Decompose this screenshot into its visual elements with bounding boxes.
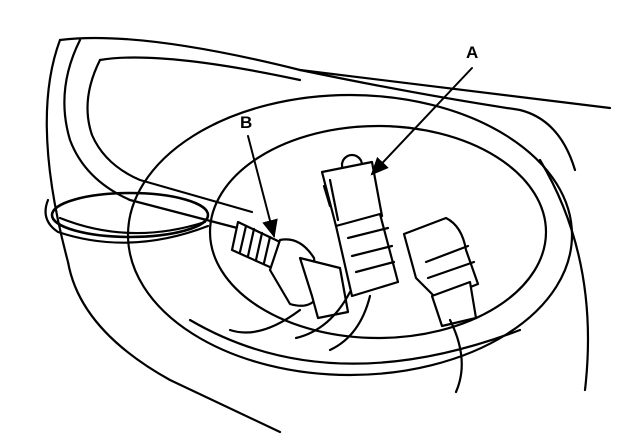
wire-harness [294, 290, 463, 394]
connector-right [402, 216, 480, 328]
cover-inner-ring [208, 124, 548, 340]
connector-b [230, 220, 350, 320]
cover-lower-shadow [188, 318, 522, 365]
callout-label-b: B [240, 113, 253, 132]
hose-upper [63, 38, 247, 232]
tank-edge-right [538, 158, 590, 392]
callout-label-a: A [466, 43, 479, 62]
hose-clamp [50, 191, 210, 239]
arrow-a [370, 67, 473, 176]
tank-edge-left [45, 38, 282, 434]
tank-rim [298, 68, 577, 172]
cover-outer-ring [126, 93, 574, 377]
arrow-b [247, 135, 278, 238]
hose-strap [44, 198, 210, 244]
hose-lower [86, 58, 254, 214]
hose-clamp-inner [58, 216, 207, 235]
connector-a [320, 153, 400, 298]
wire-loop [228, 308, 302, 334]
tank-inner-curve [98, 56, 302, 82]
tank-outline [58, 36, 612, 110]
